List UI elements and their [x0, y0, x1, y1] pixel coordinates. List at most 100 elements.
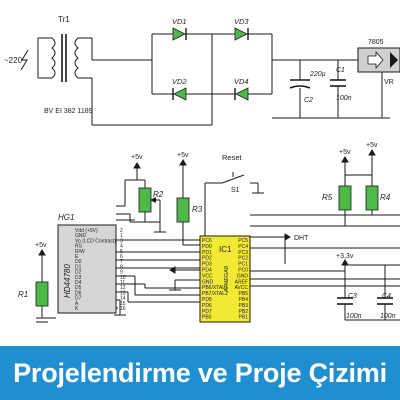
ic-left-pin: PB0	[202, 315, 212, 321]
ic-right-pin: AREF	[235, 279, 248, 285]
regulator-partial-label: VR	[384, 79, 394, 86]
diode-vd2	[172, 87, 187, 101]
lcd-pin-label: GND	[75, 233, 87, 239]
lcd-pin-number: 9	[120, 270, 123, 276]
lcd-pin-label: R/W	[75, 249, 85, 255]
lcd-pin-label: D4	[75, 280, 82, 286]
lcd-pin-number: 6	[120, 254, 123, 260]
supply-label-r5: +5v	[339, 149, 351, 156]
dht-label: DHT	[294, 235, 309, 242]
capacitor-c2-label: C2	[304, 97, 313, 104]
lcd-pin-number: 1	[120, 233, 123, 239]
lcd-pin-number: 13	[120, 290, 126, 296]
lcd-pin-label: D7	[75, 296, 82, 302]
lcd-model: HD44780	[63, 264, 72, 298]
ic-left-pin: PD0	[202, 244, 212, 250]
ic-left-pin: PD6	[202, 303, 212, 309]
capacitor-c4-value: 100n	[380, 313, 396, 320]
lcd-label: HG1	[58, 213, 74, 222]
regulator-label: 7805	[368, 39, 384, 46]
capacitor-c3-value: 100n	[346, 313, 362, 320]
ic-left-pin: PD4	[202, 268, 212, 274]
lcd-pin-number: 14	[120, 296, 126, 302]
ic-model: ATMEGA8	[224, 265, 230, 293]
ic-left-pin: PB7/XTAL2	[202, 291, 228, 297]
lcd-pin-label: D0	[75, 259, 82, 265]
resistor-r4	[365, 185, 379, 211]
supply-label-r4: +5v	[366, 142, 378, 149]
ic-left-pin: GND	[202, 279, 214, 285]
transformer-label: Tr1	[58, 15, 70, 24]
resistor-r5	[338, 185, 352, 211]
diode-vd1	[172, 27, 187, 41]
ic-left-pin: PC6	[202, 238, 212, 244]
capacitor-c4-label: C4	[382, 293, 391, 300]
lcd-pin-label: E	[75, 254, 79, 260]
lcd-pin-label: D1	[75, 264, 82, 270]
ic-right-pin: GND	[237, 273, 249, 279]
switch-s1-label: S1	[231, 187, 240, 194]
supply-label-r3: +5v	[177, 152, 189, 159]
ic-right-pin: PB2	[239, 309, 249, 315]
capacitor-c1-value: 100n	[336, 95, 352, 102]
regulator-arrow-icon	[367, 50, 384, 70]
resistor-r2-label: R2	[153, 190, 164, 199]
lcd-pin-number: 11	[120, 280, 125, 286]
ic-left-pin: PB6/XTAL1	[202, 285, 228, 291]
resistor-r1-label: R1	[18, 290, 28, 299]
lcd-pin-label: Vo (LCD Contrast)	[75, 238, 116, 244]
diode-vd2-label: VD2	[172, 77, 187, 86]
potentiometer-wiper-icon	[150, 197, 156, 203]
lcd-pin-number: 7	[120, 259, 123, 265]
ic-label: IC1	[219, 245, 232, 254]
supply-label-r2: +5v	[131, 154, 143, 161]
ic-right-pin: PB4	[239, 297, 249, 303]
ic-right-pin: PC2	[238, 256, 248, 262]
ic-right-pin: PC3	[238, 250, 248, 256]
ic-right-pin: PC0	[238, 268, 248, 274]
ic-left-pin: PD3	[202, 262, 212, 268]
diode-vd4	[234, 87, 249, 101]
transformer-core-label: BV EI 382 1189	[44, 108, 93, 115]
microcontroller-ic1	[199, 235, 251, 323]
banner-title: Projelendirme ve Proje Çizimi	[13, 357, 387, 388]
lcd-pin-label: Vdd (+5V)	[75, 228, 98, 234]
lcd-pin-number: 10	[120, 275, 126, 281]
capacitor-c3-label: C3	[348, 293, 357, 300]
ic-right-pin: PB1	[239, 315, 249, 321]
lcd-pin-number: 16	[120, 306, 126, 312]
lcd-pin-number: 8	[120, 264, 123, 270]
capacitor-c1-label: C1	[336, 67, 345, 74]
resistor-r5-label: R5	[322, 193, 333, 202]
lcd-pin-label: RS	[75, 244, 83, 250]
lcd-module	[57, 224, 117, 314]
lcd-pin-label: D2	[75, 270, 82, 276]
ic-left-pin: PD7	[202, 309, 212, 315]
ic-left-pin: VCC	[202, 273, 213, 279]
capacitor-220u-label: 220µ	[309, 71, 326, 78]
ic-left-pin: PD1	[202, 250, 212, 256]
diode-vd3-label: VD3	[234, 17, 249, 26]
ic-right-pin: PC5	[238, 238, 248, 244]
title-banner: Projelendirme ve Proje Çizimi	[0, 346, 400, 400]
lcd-pin-number: 3	[120, 238, 123, 244]
lcd-pin-label: A	[75, 301, 79, 307]
mains-lightning-icon	[20, 49, 29, 71]
resistor-r4-label: R4	[380, 193, 391, 202]
lcd-pin-label: K	[75, 306, 79, 312]
lcd-pin-number: 12	[120, 285, 126, 291]
lcd-pin-label: D5	[75, 285, 82, 291]
diode-vd3	[234, 27, 249, 41]
resistor-r3-label: R3	[192, 205, 203, 214]
supply-label-r1: +5v	[35, 242, 47, 249]
diode-vd4-label: VD4	[234, 77, 249, 86]
ic-right-pin: PB3	[239, 303, 249, 309]
ic-left-pin: PD5	[202, 297, 212, 303]
ic-right-pin: PC1	[238, 262, 248, 268]
lcd-pin-label: D6	[75, 290, 82, 296]
lcd-pin-number: 5	[120, 249, 123, 255]
resistor-r3	[176, 197, 190, 223]
lcd-pin-number: 4	[120, 244, 123, 250]
diode-vd1-label: VD1	[172, 17, 187, 26]
resistor-r1	[35, 281, 49, 307]
